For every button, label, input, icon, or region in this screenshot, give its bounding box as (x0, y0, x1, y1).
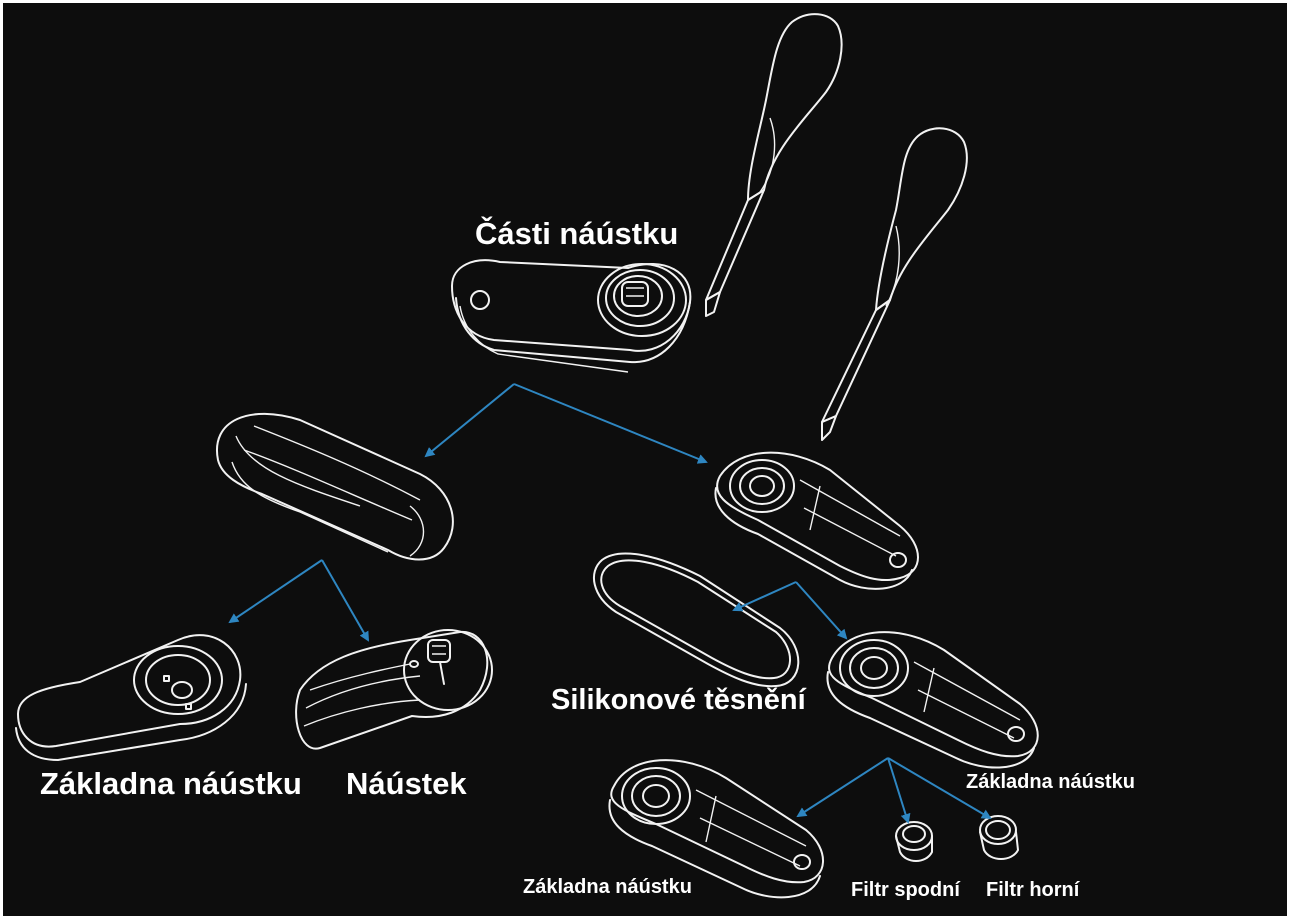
parts-title-label: Části náústku (475, 218, 678, 249)
filter-top-label: Filtr horní (986, 880, 1079, 900)
screwdriver-icon (822, 128, 967, 440)
arrow (230, 560, 322, 622)
arrow (514, 384, 706, 462)
arrow (798, 758, 888, 816)
arrow (796, 582, 846, 638)
mouthpiece-cover-illustration (217, 414, 453, 560)
arrows (230, 384, 990, 822)
silicone-seal-illustration (594, 553, 798, 686)
arrow (322, 560, 368, 640)
filter-bottom-illustration (896, 822, 932, 861)
mouthpiece-base-illustration (16, 635, 246, 760)
base-bottom-label: Základna náústku (523, 877, 692, 897)
filter-top-illustration (980, 816, 1018, 859)
assembled-mouthpiece-illustration (452, 260, 690, 372)
screwdriver-icon (706, 14, 842, 316)
mouthpiece-base-illustration (827, 632, 1037, 767)
mouthpiece-base-open-illustration (715, 453, 918, 589)
base-left-label: Základna náústku (40, 768, 302, 799)
mouthpiece-illustration (296, 630, 492, 749)
arrow (426, 384, 514, 456)
base-right-label: Základna náústku (966, 772, 1135, 792)
arrow (734, 582, 796, 610)
mouthpiece-label: Náústek (346, 768, 467, 799)
silicone-seal-label: Silikonové těsnění (551, 686, 806, 715)
filter-bottom-label: Filtr spodní (851, 880, 960, 900)
